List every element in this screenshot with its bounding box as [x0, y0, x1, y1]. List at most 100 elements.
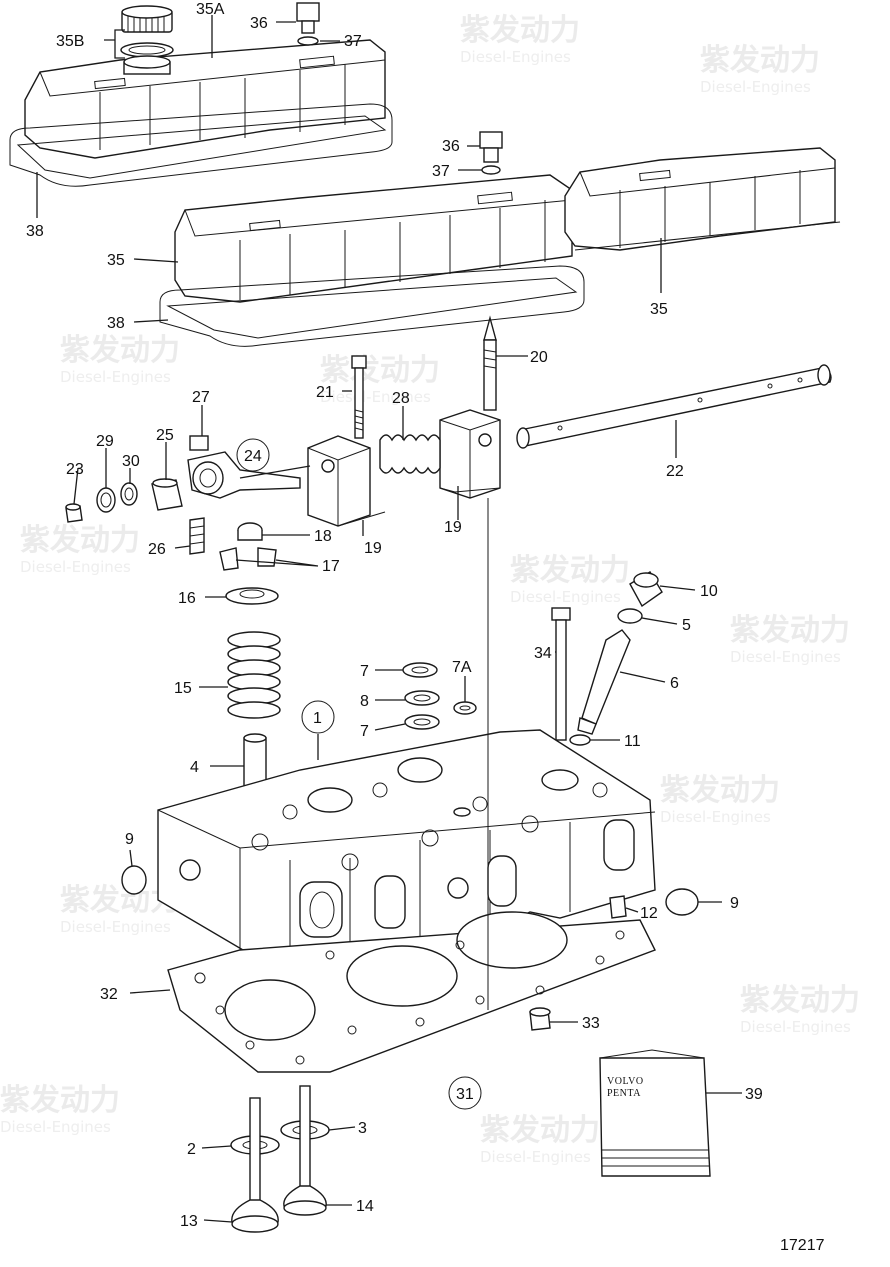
- callout-21: 21: [316, 384, 334, 401]
- callout-27: 27: [192, 389, 210, 406]
- callout-13: 13: [180, 1213, 198, 1230]
- callout-29: 29: [96, 433, 114, 450]
- valve-13: [231, 1097, 279, 1233]
- callout-22: 22: [666, 463, 684, 480]
- nut-33: [529, 1007, 551, 1031]
- callout-28: 28: [392, 390, 410, 407]
- callout-39: 39: [745, 1086, 763, 1103]
- injector-parts: [551, 571, 663, 746]
- callout-15: 15: [174, 680, 192, 697]
- box-label-line1: VOLVO: [607, 1076, 644, 1087]
- valve-cotters-17: [219, 547, 277, 571]
- rocker-bracket-right: [439, 409, 501, 499]
- gasket-kit-box: VOLVO PENTA: [599, 1049, 711, 1177]
- rocker-bracket-left: [307, 435, 386, 527]
- callout-36: 36: [250, 15, 268, 32]
- callout-labels: 35A 35B 36 37 38 36 37 35 35 38 20 21 28…: [26, 1, 825, 1254]
- watermark-brand: 紫发动力: [740, 983, 860, 1018]
- callout-5: 5: [682, 617, 691, 634]
- callout-35: 35: [650, 301, 668, 318]
- callout-8: 8: [360, 693, 369, 710]
- watermark-sub: Diesel-Engines: [510, 588, 621, 606]
- callout-17: 17: [322, 558, 340, 575]
- watermark-brand: 紫发动力: [700, 43, 820, 78]
- callout-25: 25: [156, 427, 174, 444]
- watermark-brand: 紫发动力: [480, 1113, 600, 1148]
- callout-16: 16: [178, 590, 196, 607]
- filler-cap: [120, 5, 174, 75]
- watermark-sub: Diesel-Engines: [20, 558, 131, 576]
- callout-1: 1: [313, 710, 322, 727]
- watermark-brand: 紫发动力: [510, 553, 630, 588]
- callout-12: 12: [640, 905, 658, 922]
- valve-cover-middle: [159, 174, 585, 347]
- watermark-brand: 紫发动力: [20, 523, 140, 558]
- valve-spring-15: [227, 631, 281, 719]
- head-gasket: [167, 911, 656, 1073]
- callout-circle-1: [301, 700, 335, 734]
- valve-cap-18: [237, 522, 263, 541]
- callout-35B: 35B: [56, 33, 84, 50]
- watermark-brand: 紫发动力: [730, 613, 850, 648]
- callout-circle-31: [448, 1076, 482, 1110]
- callout-6: 6: [670, 675, 679, 692]
- cover-bolt-middle: [479, 131, 503, 175]
- callout-38: 38: [107, 315, 125, 332]
- cover-bolt-top: [296, 2, 320, 46]
- watermark-brand: 紫发动力: [460, 13, 580, 48]
- watermark-sub: Diesel-Engines: [480, 1148, 591, 1166]
- core-plugs: [121, 865, 699, 919]
- callout-9: 9: [125, 831, 134, 848]
- callout-34: 34: [534, 645, 552, 662]
- callout-33: 33: [582, 1015, 600, 1032]
- rocker-arm-24: [187, 435, 311, 499]
- watermark-brand: 紫发动力: [0, 1083, 120, 1118]
- callout-20: 20: [530, 349, 548, 366]
- callout-24: 24: [244, 448, 262, 465]
- callout-30: 30: [122, 453, 140, 470]
- callout-7: 7: [360, 663, 369, 680]
- rocker-small-parts: [65, 478, 205, 555]
- leader-lines: [36, 15, 742, 1223]
- callout-38: 38: [26, 223, 44, 240]
- callout-35: 35: [107, 252, 125, 269]
- callout-19: 19: [364, 540, 382, 557]
- callout-2: 2: [187, 1141, 196, 1158]
- stud-20: [483, 315, 497, 411]
- cylinder-head: [157, 729, 656, 976]
- callout-36: 36: [442, 138, 460, 155]
- washers-7-8: [402, 662, 477, 730]
- callout-4: 4: [190, 759, 199, 776]
- watermark-sub: Diesel-Engines: [0, 1118, 111, 1136]
- callout-14: 14: [356, 1198, 374, 1215]
- watermark-sub: Diesel-Engines: [60, 918, 171, 936]
- watermark-brand: 紫发动力: [320, 353, 440, 388]
- callout-10: 10: [700, 583, 718, 600]
- watermark-sub: Diesel-Engines: [660, 808, 771, 826]
- spring-retainer-16: [225, 587, 279, 605]
- rocker-shaft: [516, 364, 832, 449]
- callout-23: 23: [66, 461, 84, 478]
- valve-cover-top: [9, 39, 393, 187]
- bracket-bolt-21: [351, 355, 367, 439]
- callout-37: 37: [344, 33, 362, 50]
- callout-3: 3: [358, 1120, 367, 1137]
- watermark-sub: Diesel-Engines: [740, 1018, 851, 1036]
- valve-14: [283, 1085, 327, 1216]
- shaft-spring-28: [379, 434, 441, 474]
- callout-31: 31: [456, 1086, 474, 1103]
- callout-35A: 35A: [196, 1, 225, 18]
- watermark-sub: Diesel-Engines: [460, 48, 571, 66]
- watermark-sub: Diesel-Engines: [700, 78, 811, 96]
- callout-11: 11: [624, 733, 641, 750]
- watermark-sub: Diesel-Engines: [60, 368, 171, 386]
- callout-37: 37: [432, 163, 450, 180]
- callout-7: 7: [360, 723, 369, 740]
- watermark-sub: Diesel-Engines: [730, 648, 841, 666]
- callout-18: 18: [314, 528, 332, 545]
- callout-19: 19: [444, 519, 462, 536]
- box-label-line2: PENTA: [607, 1088, 641, 1099]
- callout-26: 26: [148, 541, 166, 558]
